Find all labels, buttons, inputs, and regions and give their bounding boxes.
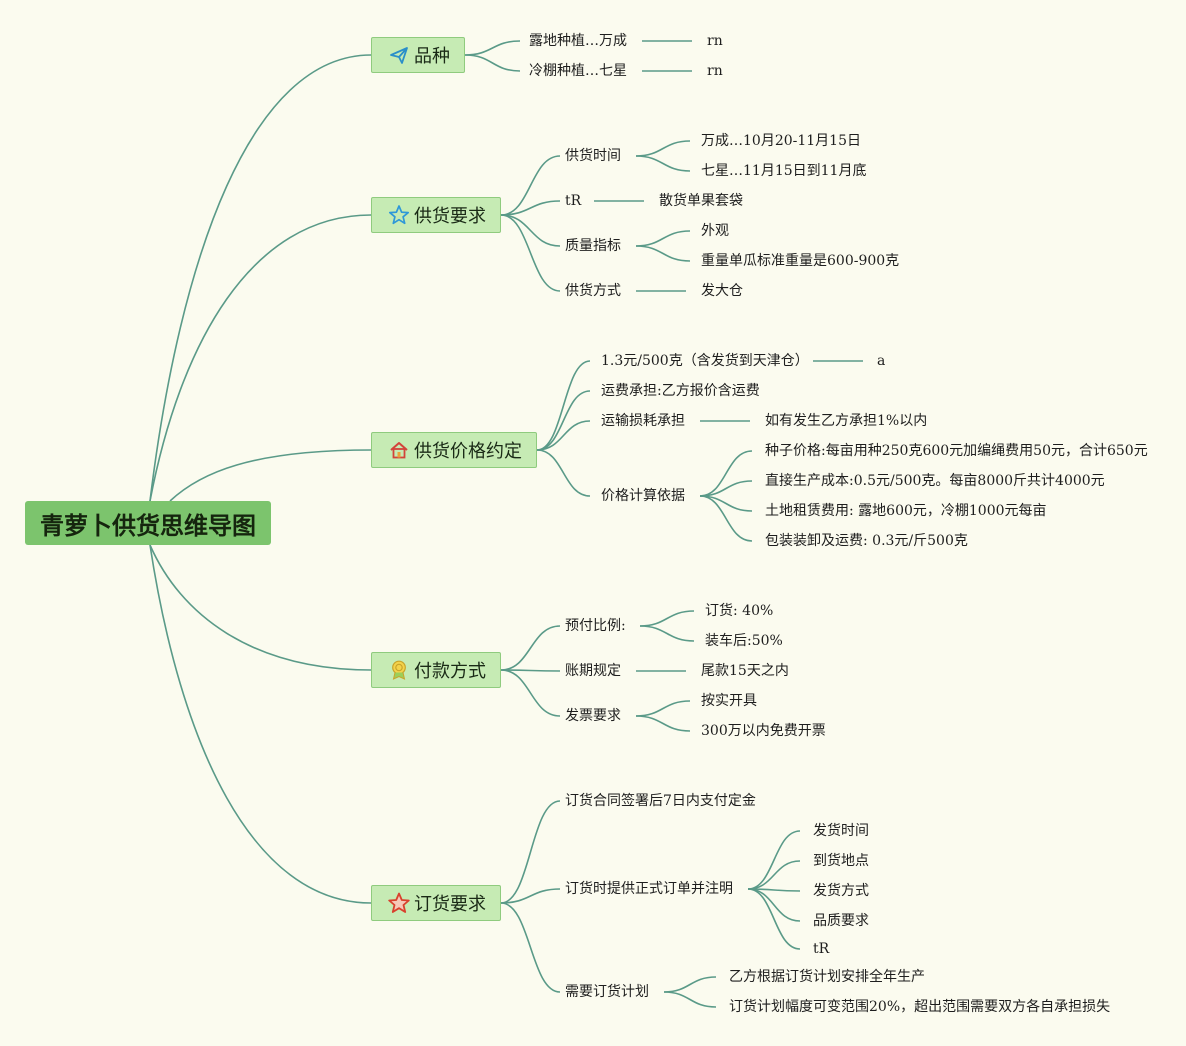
connector-line: [747, 830, 801, 890]
order-plan-item[interactable]: 订货计划幅度可变范围20%，超出范围需要双方各自承担损失: [729, 999, 1111, 1015]
connector-line: [149, 214, 372, 502]
connector-line: [500, 155, 561, 216]
root-node[interactable]: 青萝卜供货思维导图: [25, 501, 271, 545]
supply-time-item[interactable]: 万成…10月20-11月15日: [701, 133, 861, 149]
house-icon: [388, 439, 410, 461]
price-unit[interactable]: 1.3元/500克（含发货到天津仓）: [601, 353, 809, 369]
branch-label: 供货要求: [414, 206, 486, 227]
order-plan[interactable]: 需要订货计划: [565, 984, 649, 1000]
payment-prepay-item[interactable]: 订货: 40%: [705, 603, 774, 619]
price-loss[interactable]: 运输损耗承担: [601, 413, 685, 429]
order-formal-item[interactable]: 发货时间: [813, 823, 869, 839]
branch-label: 品种: [414, 46, 450, 67]
order-formal[interactable]: 订货时提供正式订单并注明: [565, 881, 733, 897]
order-formal-item[interactable]: 到货地点: [813, 853, 869, 869]
price-basis[interactable]: 价格计算依据: [601, 488, 685, 504]
supply-pack-value[interactable]: 散货单果套袋: [659, 193, 743, 209]
price-basis-item[interactable]: 直接生产成本:0.5元/500克。每亩8000斤共计4000元: [765, 473, 1105, 489]
connector-line: [464, 40, 521, 56]
connector-line: [699, 495, 753, 542]
connector-line: [536, 390, 591, 451]
supply-method-value[interactable]: 发大仓: [701, 283, 743, 299]
branch-price[interactable]: 供货价格约定: [371, 432, 537, 468]
award-medal-icon: [388, 659, 410, 681]
connector-line: [500, 669, 561, 717]
connector-line: [149, 544, 372, 671]
star-red-icon: [388, 892, 410, 914]
star-outline-icon: [388, 204, 410, 226]
variety-note[interactable]: rn: [707, 33, 723, 49]
supply-quality-item[interactable]: 外观: [701, 223, 729, 239]
supply-time-item[interactable]: 七星…11月15日到11月底: [701, 163, 867, 179]
connector-line: [747, 888, 801, 950]
connector-line: [747, 888, 801, 922]
branch-label: 供货价格约定: [414, 441, 522, 462]
payment-term-value[interactable]: 尾款15天之内: [701, 663, 789, 679]
connector-line: [500, 214, 561, 247]
payment-prepay[interactable]: 预付比例:: [565, 618, 626, 634]
price-loss-value[interactable]: 如有发生乙方承担1%以内: [765, 413, 928, 429]
connector-line: [639, 610, 695, 627]
price-basis-item[interactable]: 土地租赁费用: 露地600元，冷棚1000元每亩: [765, 503, 1047, 519]
order-formal-item[interactable]: tR: [813, 941, 830, 957]
payment-term[interactable]: 账期规定: [565, 663, 621, 679]
branch-payment[interactable]: 付款方式: [371, 652, 501, 688]
order-plan-item[interactable]: 乙方根据订货计划安排全年生产: [729, 969, 925, 985]
order-formal-item[interactable]: 发货方式: [813, 883, 869, 899]
connector-line: [635, 700, 691, 717]
supply-quality[interactable]: 质量指标: [565, 238, 621, 254]
price-basis-item[interactable]: 种子价格:每亩用种250克600元加编绳费用50元，合计650元: [765, 443, 1148, 459]
branch-label: 订货要求: [414, 894, 486, 915]
supply-time[interactable]: 供货时间: [565, 148, 621, 164]
connector-line: [149, 544, 372, 904]
connector-line: [500, 888, 561, 904]
branch-supply[interactable]: 供货要求: [371, 197, 501, 233]
connector-line: [500, 902, 561, 993]
connector-line: [500, 200, 561, 216]
variety-item[interactable]: 冷棚种植…七星: [529, 63, 627, 79]
connector-line: [500, 800, 561, 904]
connector-line: [464, 54, 521, 72]
connector-line: [747, 860, 801, 890]
connector-line: [169, 449, 372, 502]
connector-line: [635, 245, 691, 262]
price-basis-item[interactable]: 包装装卸及运费: 0.3元/斤500克: [765, 533, 968, 549]
order-formal-item[interactable]: 品质要求: [813, 913, 869, 929]
price-freight[interactable]: 运费承担:乙方报价含运费: [601, 383, 760, 399]
branch-order[interactable]: 订货要求: [371, 885, 501, 921]
price-unit-note[interactable]: a: [877, 353, 886, 369]
connector-line: [635, 155, 691, 172]
payment-invoice[interactable]: 发票要求: [565, 708, 621, 724]
connector-line: [635, 230, 691, 247]
connector-line: [635, 715, 691, 732]
connector-line: [536, 449, 591, 497]
payment-invoice-item[interactable]: 300万以内免费开票: [701, 723, 826, 739]
payment-prepay-item[interactable]: 装车后:50%: [705, 633, 783, 649]
variety-item[interactable]: 露地种植…万成: [529, 33, 627, 49]
connector-line: [663, 991, 717, 1008]
payment-invoice-item[interactable]: 按实开具: [701, 693, 757, 709]
connector-line: [536, 360, 591, 451]
connector-line: [663, 976, 717, 993]
branch-label: 付款方式: [414, 661, 486, 682]
variety-note[interactable]: rn: [707, 63, 723, 79]
paper-plane-icon: [388, 44, 410, 66]
connector-line: [536, 420, 591, 451]
order-deposit[interactable]: 订货合同签署后7日内支付定金: [565, 793, 756, 809]
supply-quality-item[interactable]: 重量单瓜标准重量是600-900克: [701, 253, 900, 269]
branch-variety[interactable]: 品种: [371, 37, 465, 73]
connector-line: [500, 625, 561, 671]
supply-method[interactable]: 供货方式: [565, 283, 621, 299]
connector-line: [149, 54, 372, 502]
connector-line: [635, 140, 691, 157]
supply-pack[interactable]: tR: [565, 193, 582, 209]
connector-line: [500, 214, 561, 292]
connector-line: [500, 669, 561, 672]
connector-line: [639, 625, 695, 642]
connector-line: [699, 450, 753, 497]
